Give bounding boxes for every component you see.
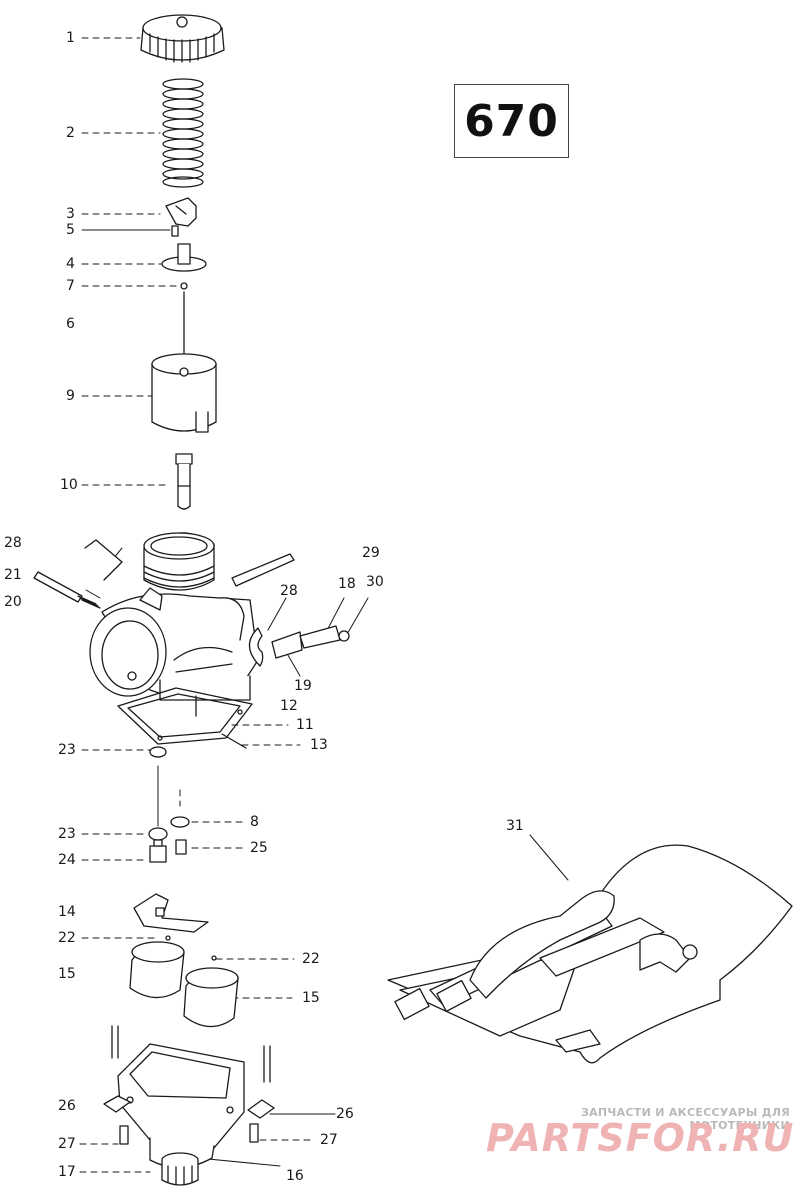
part-pilot-jet: [175, 839, 187, 855]
part-float-bowl-gasket: [117, 687, 253, 745]
callout-5: 5: [66, 222, 75, 238]
model-number-box: 670: [454, 84, 569, 158]
callout-22-left: 22: [58, 930, 76, 946]
callout-28-left: 28: [4, 535, 22, 551]
part-needle-holder: [161, 243, 207, 272]
callout-16: 16: [286, 1168, 304, 1184]
callout-14: 14: [58, 904, 76, 920]
callout-26-right: 26: [336, 1106, 354, 1122]
callout-8: 8: [250, 814, 259, 830]
part-float-right: [183, 967, 239, 1028]
part-cap: [140, 14, 225, 63]
leader-lines: [79, 37, 313, 1173]
callout-3: 3: [66, 206, 75, 222]
callout-22-right: 22: [302, 951, 320, 967]
part-float-left: [129, 941, 185, 999]
callout-17: 17: [58, 1164, 76, 1180]
callout-20: 20: [4, 594, 22, 610]
part-tool-kit: [387, 844, 793, 1064]
part-carburetor-body: [84, 532, 259, 701]
callout-26-left: 26: [58, 1098, 76, 1114]
part-brackets: [103, 1095, 275, 1145]
callout-10: 10: [60, 477, 78, 493]
callout-15-left: 15: [58, 966, 76, 982]
callout-27-right: 27: [320, 1132, 338, 1148]
part-pilot-screw: [33, 571, 101, 609]
part-main-jet: [149, 839, 167, 863]
callout-18: 18: [338, 576, 356, 592]
callout-30: 30: [366, 574, 384, 590]
callout-2: 2: [66, 125, 75, 141]
callout-1: 1: [66, 30, 75, 46]
watermark-logo: PARTSFOR.RU: [486, 1116, 795, 1160]
part-needle-jet: [175, 453, 193, 510]
part-washers: [148, 746, 190, 841]
part-e-clip: [180, 282, 188, 290]
callout-23-top: 23: [58, 742, 76, 758]
callout-15-right: 15: [302, 990, 320, 1006]
callout-23-bottom: 23: [58, 826, 76, 842]
callout-12: 12: [280, 698, 298, 714]
part-float-pins: [165, 935, 217, 961]
callout-24: 24: [58, 852, 76, 868]
part-needle-plate: [165, 197, 197, 227]
callout-25: 25: [250, 840, 268, 856]
callout-21: 21: [4, 567, 22, 583]
part-clip-pin: [171, 225, 179, 237]
callout-19: 19: [294, 678, 312, 694]
model-number: 670: [464, 95, 559, 147]
part-spring: [162, 78, 204, 188]
part-baffle: [133, 893, 209, 933]
callout-7: 7: [66, 278, 75, 294]
part-drain-plug: [161, 1152, 199, 1186]
callout-28-right: 28: [280, 583, 298, 599]
callout-6: 6: [66, 316, 75, 332]
callout-29: 29: [362, 545, 380, 561]
callout-4: 4: [66, 256, 75, 272]
part-idle-screw: [231, 553, 350, 667]
part-vent-tubes: [111, 1025, 271, 1083]
part-throttle-slide: [151, 353, 217, 433]
callout-11: 11: [296, 717, 314, 733]
callout-9: 9: [66, 388, 75, 404]
callout-13: 13: [310, 737, 328, 753]
callout-31: 31: [506, 818, 524, 834]
callout-27-left: 27: [58, 1136, 76, 1152]
part-float-bowl: [117, 1043, 245, 1169]
watermark-tagline: ЗАПЧАСТИ И АКСЕССУАРЫ ДЛЯ МОТОТЕХНИКИ: [580, 1106, 790, 1132]
part-float-pin: [221, 733, 247, 749]
